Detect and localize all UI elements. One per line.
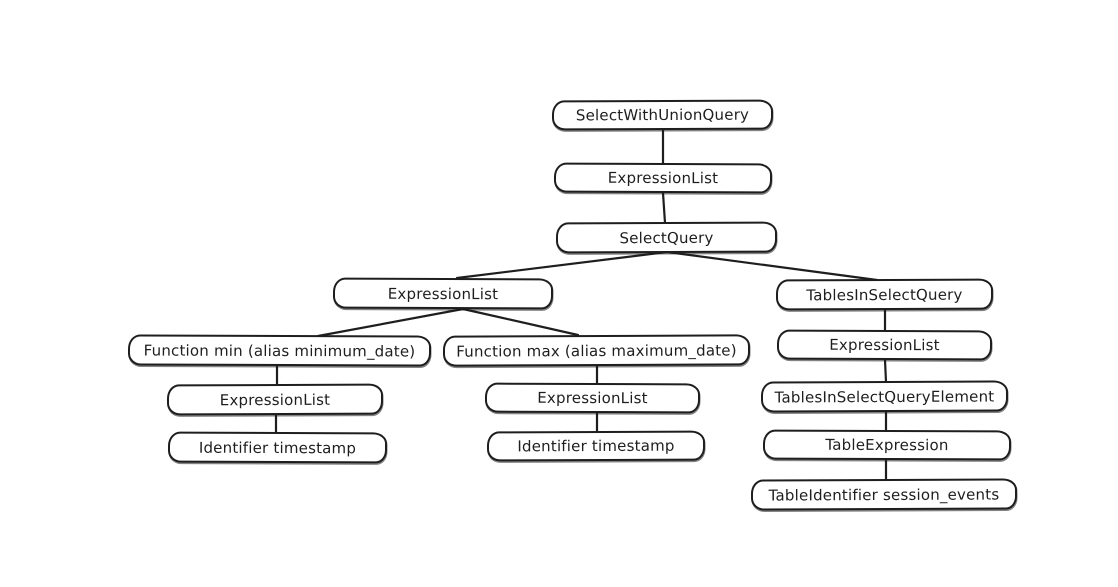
- node-select-query[interactable]: SelectQuery: [555, 221, 778, 254]
- node-expression-list-select[interactable]: ExpressionList: [332, 277, 554, 310]
- node-tables-in-select-query-element[interactable]: TablesInSelectQueryElement: [760, 380, 1009, 413]
- node-expression-list-min[interactable]: ExpressionList: [166, 383, 384, 416]
- node-table-expression[interactable]: TableExpression: [762, 429, 1012, 461]
- node-label: SelectQuery: [619, 228, 714, 247]
- node-label: Function max (alias maximum_date): [456, 340, 737, 361]
- node-label: TablesInSelectQuery: [806, 285, 963, 304]
- node-label: Identifier timestamp: [198, 438, 357, 457]
- node-label: ExpressionList: [387, 284, 499, 303]
- edge-expressionlisttables-to-element: [883, 358, 888, 384]
- node-identifier-timestamp-min[interactable]: Identifier timestamp: [167, 431, 388, 464]
- node-function-min[interactable]: Function min (alias minimum_date): [127, 334, 432, 367]
- node-table-identifier[interactable]: TableIdentifier session_events: [750, 478, 1018, 511]
- edge-selectquery-to-tablesinselectquery: [665, 250, 879, 282]
- node-label: ExpressionList: [829, 335, 940, 355]
- node-label: TableExpression: [825, 435, 949, 455]
- edge-expressionlist-to-functionmin: [316, 307, 465, 338]
- node-expression-list-max[interactable]: ExpressionList: [484, 382, 701, 414]
- node-label: ExpressionList: [219, 390, 331, 409]
- node-tables-in-select-query[interactable]: TablesInSelectQuery: [775, 278, 994, 311]
- node-select-with-union-query[interactable]: SelectWithUnionQuery: [551, 99, 774, 131]
- node-label: SelectWithUnionQuery: [575, 105, 750, 125]
- node-label: TablesInSelectQueryElement: [774, 387, 995, 406]
- node-label: Function min (alias minimum_date): [143, 341, 416, 360]
- edge-selectquery-to-expressionlist: [455, 250, 669, 280]
- node-expression-list-top[interactable]: ExpressionList: [553, 162, 773, 194]
- node-label: TableIdentifier session_events: [768, 484, 1000, 505]
- node-label: Identifier timestamp: [517, 436, 675, 456]
- node-identifier-timestamp-max[interactable]: Identifier timestamp: [486, 430, 706, 462]
- edge-expressionlist-to-functionmax: [461, 307, 580, 337]
- node-label: ExpressionList: [607, 168, 719, 188]
- node-function-max[interactable]: Function max (alias maximum_date): [442, 334, 751, 367]
- node-expression-list-tables[interactable]: ExpressionList: [776, 329, 993, 361]
- edge-expressionlist-to-selectquery: [661, 191, 667, 225]
- node-label: ExpressionList: [537, 388, 648, 408]
